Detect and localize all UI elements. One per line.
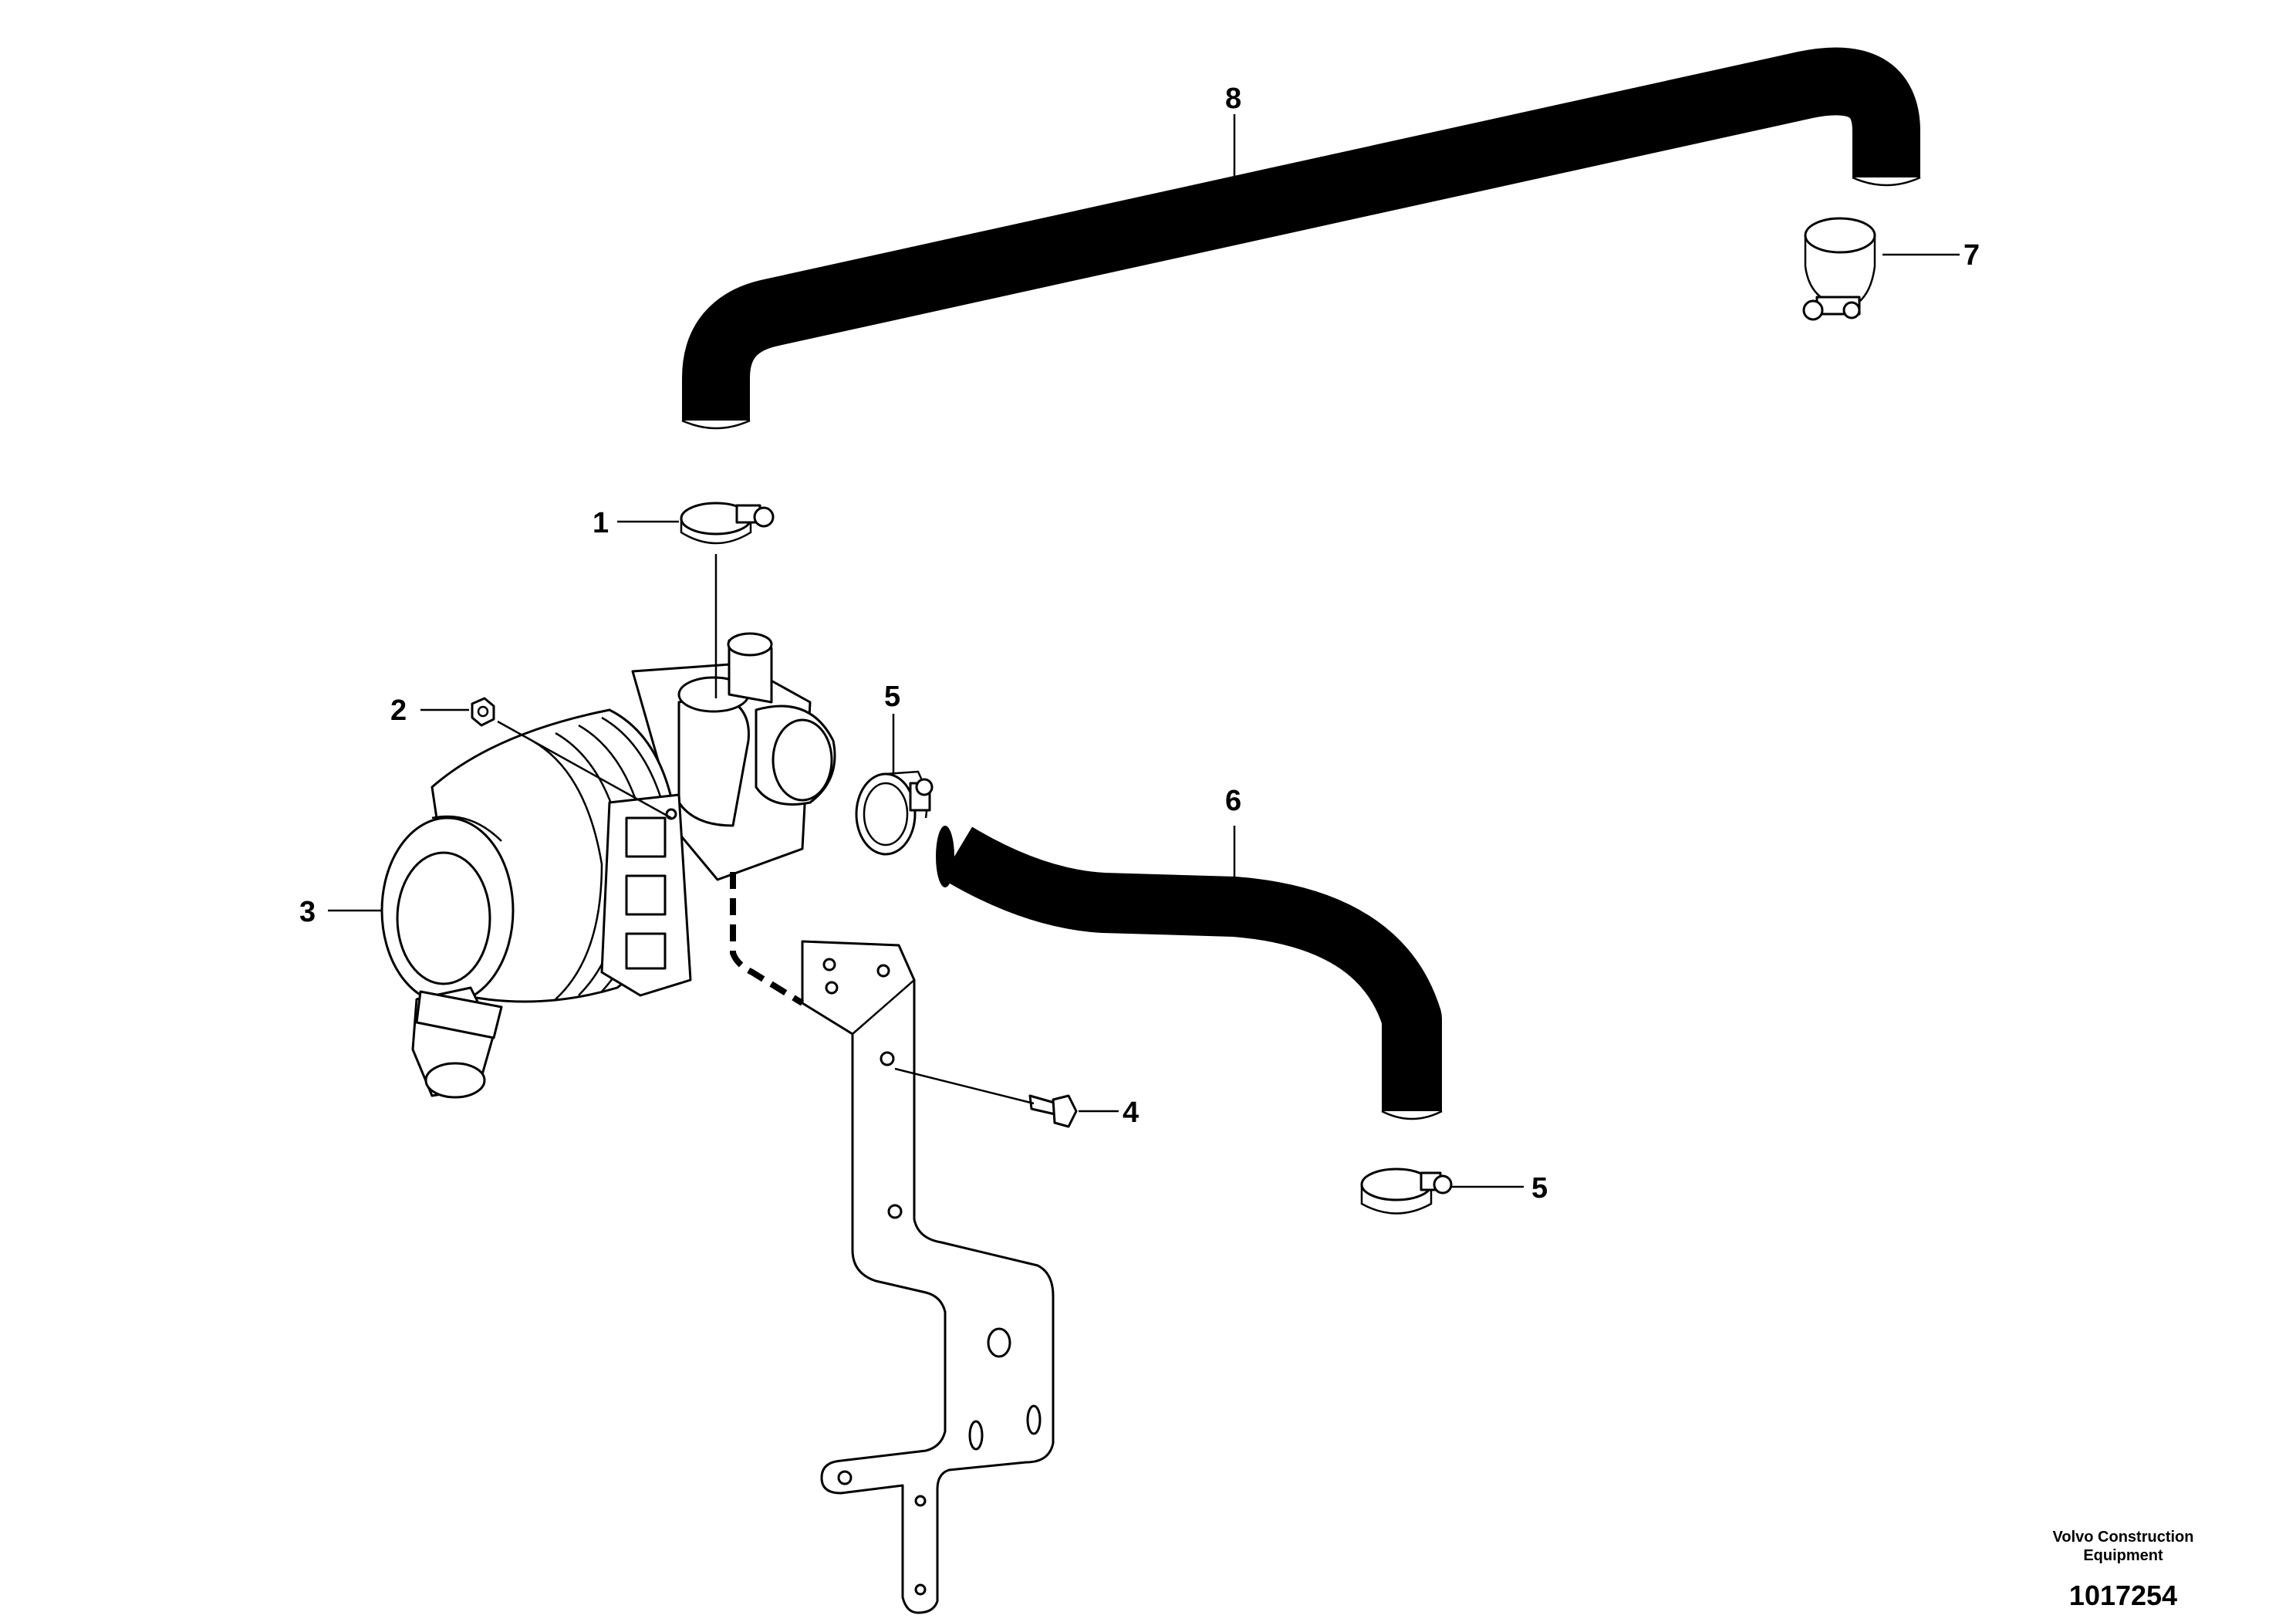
hose-upper-part-8[interactable] <box>681 47 1921 430</box>
callout-5-upper: 5 <box>884 681 900 713</box>
callout-labels: 8 7 1 2 3 5 6 4 5 <box>299 83 1980 1205</box>
mounting-bracket[interactable] <box>730 872 1055 1614</box>
clamp-part-5-lower[interactable] <box>1360 1168 1453 1215</box>
callout-5-lower: 5 <box>1531 1172 1548 1205</box>
footer: Volvo Construction Equipment 1017254 <box>2053 1529 2194 1611</box>
callout-7: 7 <box>1963 239 1980 272</box>
callout-4: 4 <box>1123 1097 1139 1129</box>
callout-6: 6 <box>1225 785 1241 817</box>
nut-part-2[interactable] <box>471 697 495 727</box>
callout-3: 3 <box>299 896 316 928</box>
callout-2: 2 <box>390 694 407 727</box>
callout-1: 1 <box>593 507 609 539</box>
bolt-part-4[interactable] <box>1028 1094 1078 1128</box>
callout-8: 8 <box>1225 83 1241 115</box>
air-filter-part-3[interactable] <box>380 632 836 1099</box>
figure-number: 1017254 <box>2069 1580 2177 1611</box>
clamp-part-7[interactable] <box>1802 217 1876 321</box>
leader-lines <box>328 114 1960 1188</box>
brand-line-1: Volvo Construction <box>2053 1529 2194 1546</box>
brand-line-2: Equipment <box>2083 1547 2163 1564</box>
clamp-part-1[interactable] <box>680 502 775 545</box>
hose-lower-part-6[interactable] <box>936 826 1443 1120</box>
clamp-part-5-upper[interactable] <box>855 770 934 856</box>
